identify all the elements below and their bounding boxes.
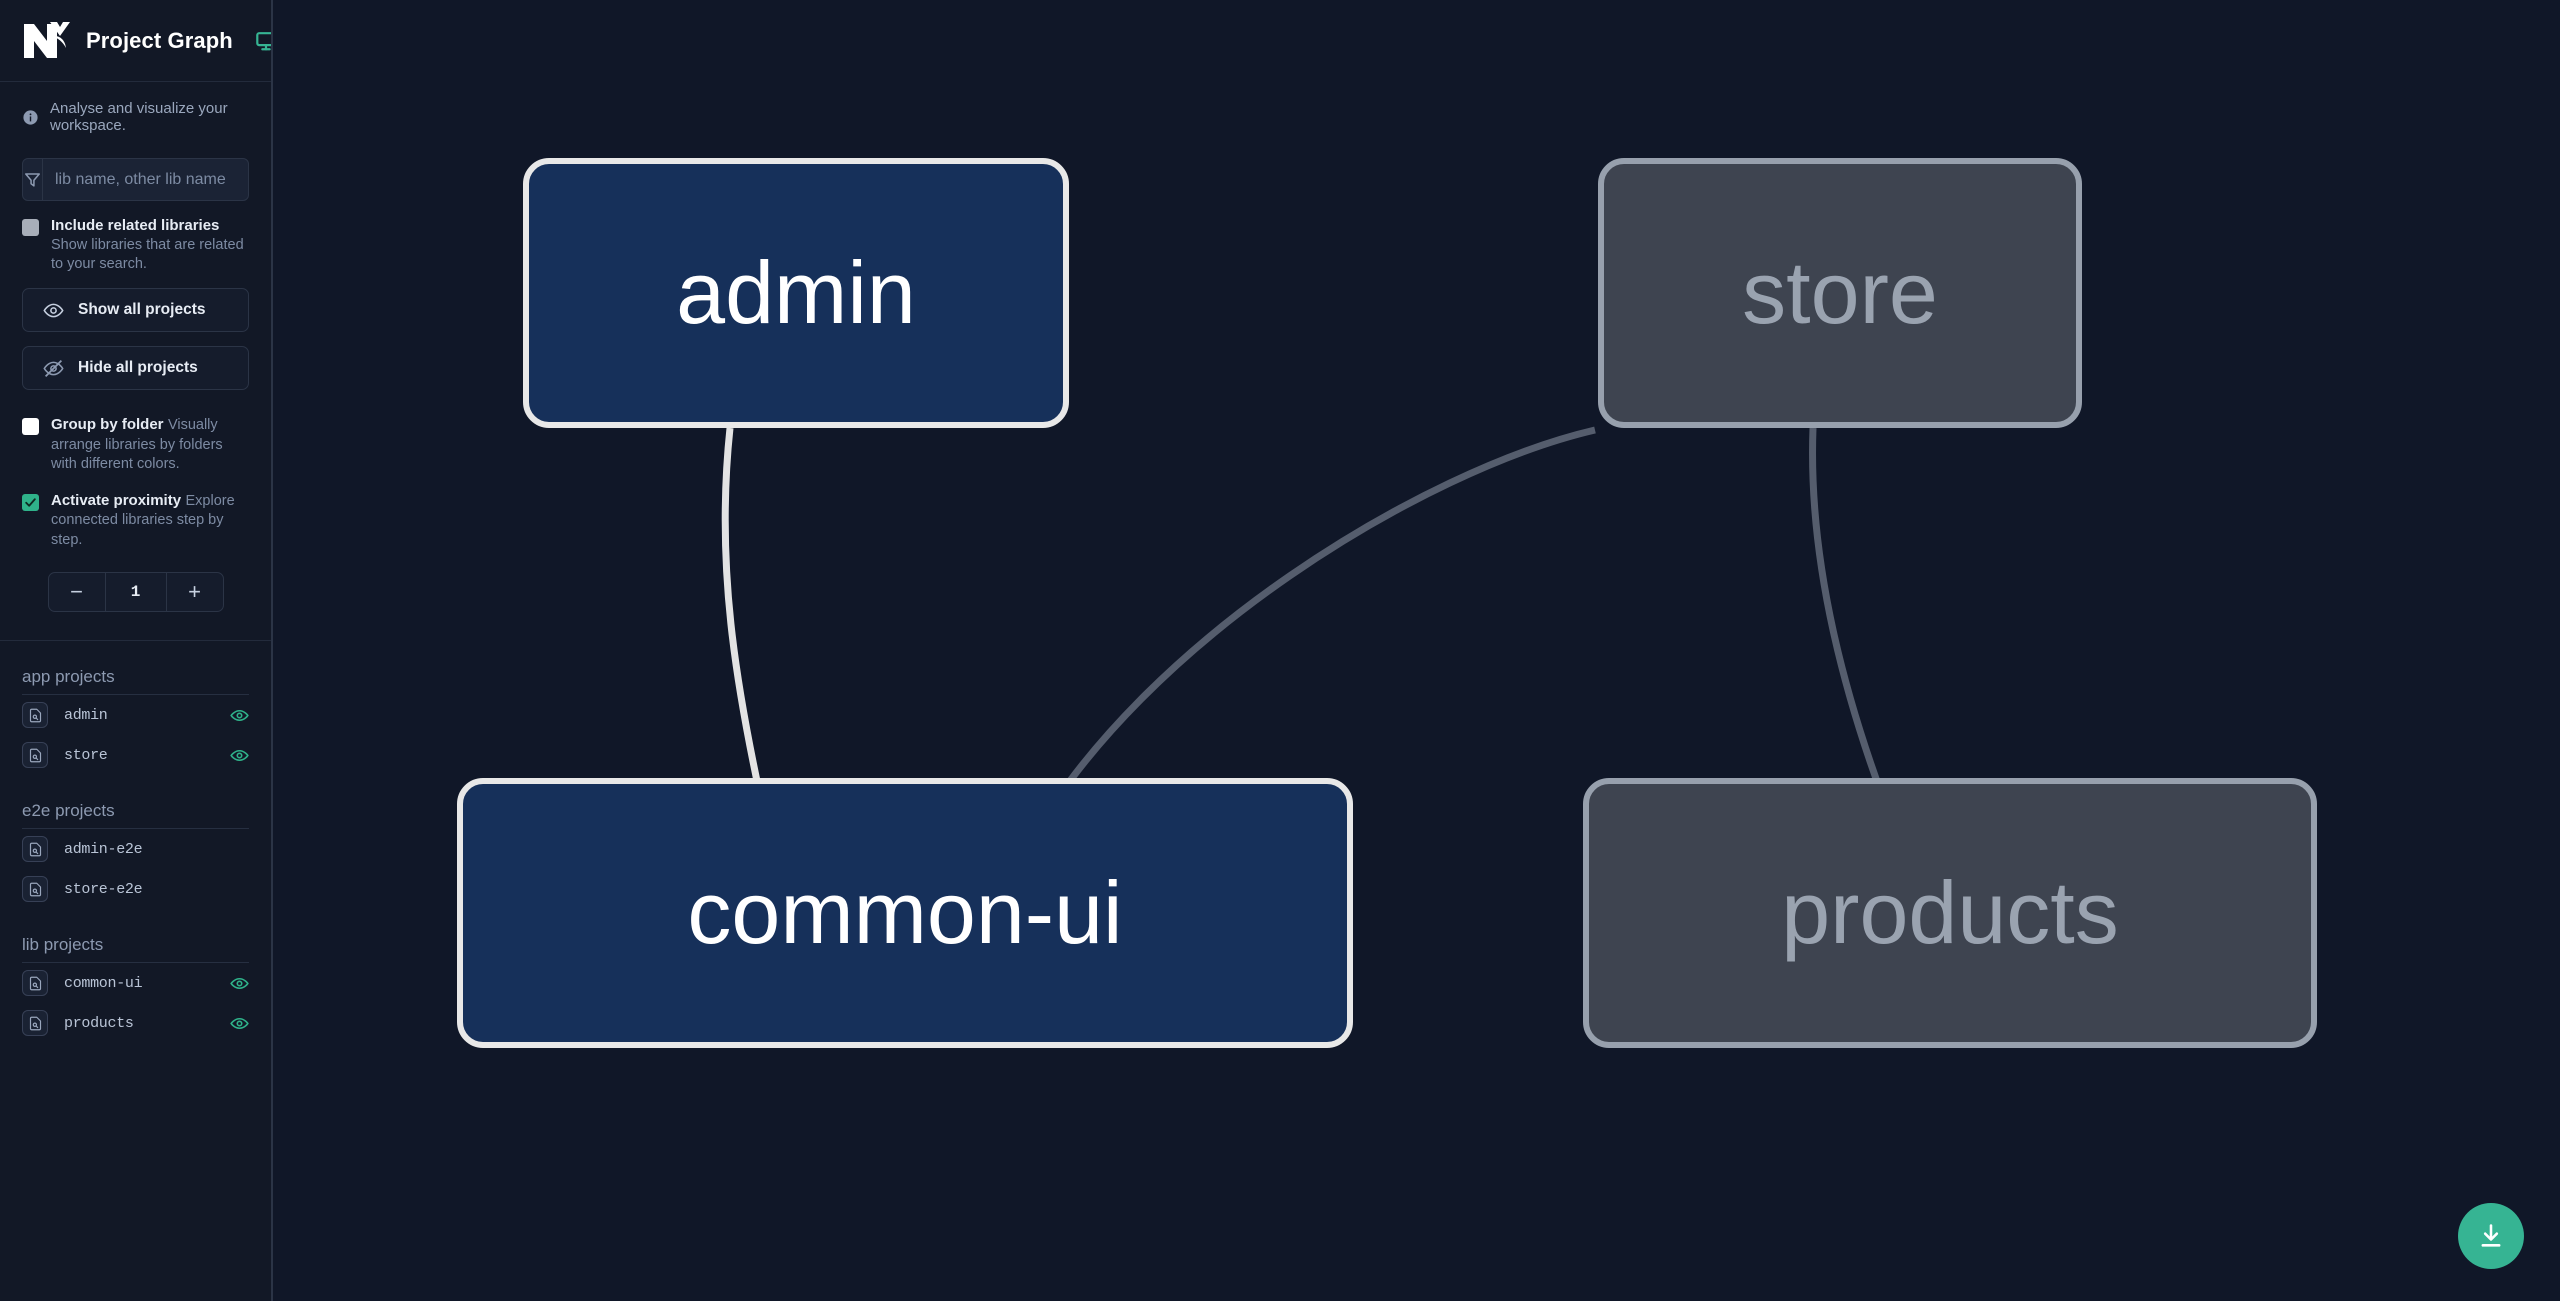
info-icon: [22, 109, 39, 126]
project-name: products: [64, 1014, 134, 1032]
option-activate-proximity[interactable]: Activate proximity Explore connected lib…: [22, 492, 249, 550]
project-visibility-eye-icon[interactable]: [230, 746, 249, 765]
project-file-icon: [22, 742, 48, 768]
project-name: admin: [64, 706, 108, 724]
project-group-lib: lib projects common-ui: [0, 909, 271, 1043]
checkbox-activate-proximity[interactable]: [22, 494, 39, 512]
project-file-icon: [22, 702, 48, 728]
option-group-by-folder[interactable]: Group by folder Visually arrange librari…: [22, 416, 249, 474]
page-title: Project Graph: [86, 27, 233, 53]
project-file-icon: [22, 876, 48, 902]
project-row-products[interactable]: products: [22, 1003, 249, 1043]
download-icon: [2481, 1224, 2501, 1247]
graph-node-label: products: [1781, 863, 2119, 962]
graph-node-label: admin: [676, 243, 916, 342]
group-title: app projects: [22, 641, 249, 695]
group-title: lib projects: [22, 909, 249, 963]
sidebar-controls: Include related libraries Show libraries…: [0, 144, 271, 612]
eye-icon: [43, 303, 64, 318]
option-label: Group by folder: [51, 416, 164, 434]
tagline: Analyse and visualize your workspace.: [0, 82, 271, 144]
group-title: e2e projects: [22, 775, 249, 829]
option-description: Show libraries that are related to your …: [51, 236, 244, 273]
show-all-projects-button[interactable]: Show all projects: [22, 288, 249, 333]
project-visibility-eye-icon[interactable]: [230, 706, 249, 725]
project-visibility-eye-icon[interactable]: [230, 974, 249, 993]
option-include-related-libraries[interactable]: Include related libraries Show libraries…: [22, 217, 249, 274]
sidebar-header: Project Graph: [0, 0, 271, 82]
hide-all-projects-button[interactable]: Hide all projects: [22, 346, 249, 391]
check-icon: [25, 498, 36, 507]
filter-icon: [23, 159, 43, 200]
proximity-increment-button[interactable]: +: [167, 573, 223, 611]
search-box[interactable]: [22, 158, 249, 201]
option-label: Include related libraries: [51, 217, 220, 234]
project-row-admin-e2e[interactable]: admin-e2e: [22, 829, 249, 869]
proximity-value: 1: [104, 573, 167, 611]
project-file-icon: [22, 970, 48, 996]
option-label: Activate proximity: [51, 492, 182, 510]
tagline-text: Analyse and visualize your workspace.: [50, 100, 228, 134]
graph-node-products[interactable]: products: [1583, 778, 2317, 1048]
nx-logo-icon: [22, 18, 72, 64]
proximity-decrement-button[interactable]: −: [49, 573, 105, 611]
hide-all-projects-label: Hide all projects: [78, 359, 198, 377]
project-row-common-ui[interactable]: common-ui: [22, 963, 249, 1003]
sidebar: Project Graph Analyse and visualize your…: [0, 0, 273, 1301]
graph-node-store[interactable]: store: [1598, 158, 2082, 428]
graph-node-common-ui[interactable]: common-ui: [457, 778, 1353, 1048]
graph-node-label: store: [1742, 243, 1938, 342]
graph-node-admin[interactable]: admin: [523, 158, 1069, 428]
checkbox-include-related-libraries[interactable]: [22, 219, 39, 236]
checkbox-group-by-folder[interactable]: [22, 418, 39, 436]
edge-admin-to-common-ui: [721, 427, 782, 848]
eye-slash-icon: [43, 359, 64, 377]
project-file-icon: [22, 836, 48, 862]
project-name: store-e2e: [64, 880, 143, 898]
project-name: store: [64, 746, 108, 764]
show-all-projects-label: Show all projects: [78, 301, 206, 319]
search-input[interactable]: [43, 159, 248, 200]
graph-node-label: common-ui: [687, 863, 1123, 962]
edge-store-to-common-ui: [1024, 426, 1596, 852]
project-row-admin[interactable]: admin: [22, 695, 249, 735]
monitor-icon[interactable]: [255, 30, 271, 52]
project-file-icon: [22, 1010, 48, 1036]
project-group-app: app projects admin: [0, 641, 271, 775]
option-description: Visually arrange libraries by folders wi…: [51, 417, 223, 472]
sidebar-divider: [0, 640, 271, 641]
project-name: common-ui: [64, 974, 143, 992]
graph-canvas[interactable]: admin store common-ui products: [273, 0, 2560, 1301]
project-group-e2e: e2e projects admin-e2e: [0, 775, 271, 909]
option-description: Explore connected libraries step by step…: [51, 493, 235, 548]
proximity-stepper: − 1 +: [22, 572, 249, 612]
project-visibility-eye-icon[interactable]: [230, 1014, 249, 1033]
download-graph-button[interactable]: [2458, 1203, 2524, 1269]
project-row-store-e2e[interactable]: store-e2e: [22, 869, 249, 909]
project-row-store[interactable]: store: [22, 735, 249, 775]
project-name: admin-e2e: [64, 840, 143, 858]
